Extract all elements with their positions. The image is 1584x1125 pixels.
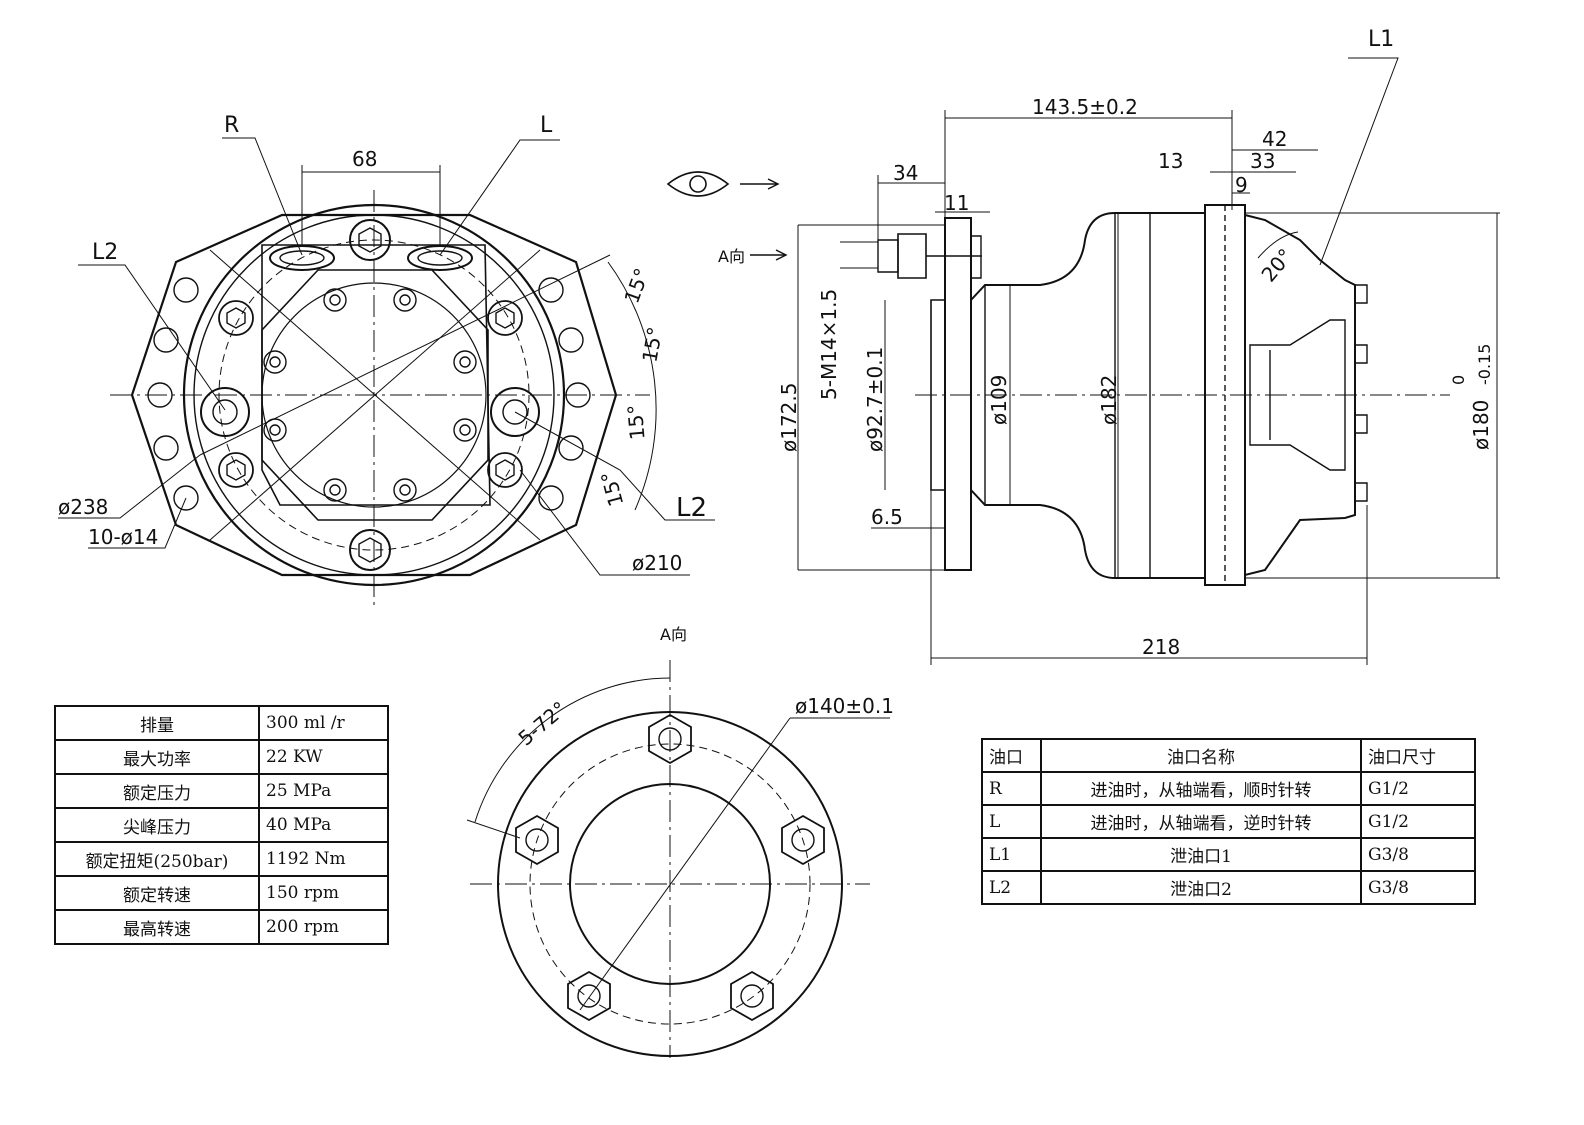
dim-92-7: ø92.7±0.1 — [863, 347, 887, 452]
angle-15-4: 15° — [596, 469, 628, 509]
label-L: L — [540, 113, 553, 138]
port-code: L1 — [981, 837, 1042, 872]
table-row: R 进油时，从轴端看，顺时针转 G1/2 — [981, 771, 1476, 806]
angle-20: 20° — [1256, 244, 1297, 287]
port-name: 泄油口1 — [1040, 837, 1362, 872]
dim-180: ø180 — [1469, 400, 1493, 450]
dim-11: 11 — [944, 191, 969, 215]
table-header-row: 油口 油口名称 油口尺寸 — [981, 738, 1476, 773]
dim-210: ø210 — [632, 551, 682, 575]
port-table: 油口 油口名称 油口尺寸 R 进油时，从轴端看，顺时针转 G1/2 L 进油时，… — [981, 738, 1476, 905]
label-L2-right: L2 — [676, 493, 707, 523]
label-R: R — [224, 113, 239, 138]
dim-143-5: 143.5±0.2 — [1032, 95, 1138, 119]
dim-182: ø182 — [1097, 375, 1121, 425]
spec-value: 300 ml /r — [258, 705, 389, 741]
angle-5-72: 5-72° — [513, 697, 571, 751]
dim-9: 9 — [1235, 173, 1248, 197]
dim-10-holes: 10-ø14 — [88, 525, 158, 549]
spec-key: 额定转速 — [54, 875, 260, 911]
angle-15-2: 15° — [637, 325, 667, 364]
port-name: 泄油口2 — [1040, 870, 1362, 905]
side-view — [798, 58, 1500, 665]
dim-109: ø109 — [987, 375, 1011, 425]
port-code: L — [981, 804, 1042, 839]
port-size: G3/8 — [1360, 870, 1476, 905]
dim-33: 33 — [1250, 149, 1275, 173]
flange-outline — [132, 215, 616, 575]
header-port-name: 油口名称 — [1040, 738, 1362, 773]
spec-value: 1192 Nm — [258, 841, 389, 877]
dim-13: 13 — [1158, 149, 1183, 173]
a-view-title: A向 — [660, 625, 687, 644]
table-row: 额定扭矩(250bar)1192 Nm — [54, 841, 389, 877]
table-row: L 进油时，从轴端看，逆时针转 G1/2 — [981, 804, 1476, 839]
spec-key: 最大功率 — [54, 739, 260, 775]
spec-key: 排量 — [54, 705, 260, 741]
header-port-size: 油口尺寸 — [1360, 738, 1476, 773]
port-code: L2 — [981, 870, 1042, 905]
side-view-labels: L1 A向 143.5±0.2 42 34 13 33 11 9 20° 5-M… — [718, 27, 1494, 659]
dim-140: ø140±0.1 — [795, 694, 894, 718]
port-name: 进油时，从轴端看，逆时针转 — [1040, 804, 1362, 839]
spec-value: 150 rpm — [258, 875, 389, 911]
header-port: 油口 — [981, 738, 1042, 773]
table-row: L2 泄油口2 G3/8 — [981, 870, 1476, 905]
dim-6-5: 6.5 — [871, 505, 903, 529]
dim-68: 68 — [352, 147, 377, 171]
angle-15-1: 15° — [619, 265, 654, 307]
spec-value: 25 MPa — [258, 773, 389, 809]
dim-218: 218 — [1142, 635, 1180, 659]
spec-key: 额定压力 — [54, 773, 260, 809]
label-a-direction: A向 — [718, 247, 745, 266]
port-size: G3/8 — [1360, 837, 1476, 872]
spec-value: 200 rpm — [258, 909, 389, 945]
front-view-labels: R L L2 68 ø238 10-ø14 L2 ø210 15° 15° 15… — [58, 113, 707, 575]
a-view — [467, 660, 890, 1058]
spec-value: 40 MPa — [258, 807, 389, 843]
a-view-labels: A向 5-72° ø140±0.1 — [513, 625, 893, 750]
label-L2: L2 — [92, 240, 118, 265]
front-view — [58, 138, 715, 605]
port-code: R — [981, 771, 1042, 806]
spec-key: 最高转速 — [54, 909, 260, 945]
dim-42: 42 — [1262, 127, 1287, 151]
dim-180-tol-up: 0 — [1449, 375, 1468, 385]
spec-key: 尖峰压力 — [54, 807, 260, 843]
angle-15-3: 15° — [623, 404, 650, 441]
spec-key: 额定扭矩(250bar) — [54, 841, 260, 877]
dim-180-tol-down: -0.15 — [1475, 344, 1494, 385]
dim-172-5: ø172.5 — [777, 383, 801, 453]
table-row: L1 泄油口1 G3/8 — [981, 837, 1476, 872]
dim-thread: 5-M14×1.5 — [817, 289, 841, 400]
port-name: 进油时，从轴端看，顺时针转 — [1040, 771, 1362, 806]
dim-238: ø238 — [58, 495, 108, 519]
label-L1: L1 — [1368, 27, 1394, 52]
spec-value: 22 KW — [258, 739, 389, 775]
dim-34: 34 — [893, 161, 918, 185]
view-direction-eye — [668, 172, 786, 260]
port-size: G1/2 — [1360, 771, 1476, 806]
port-size: G1/2 — [1360, 804, 1476, 839]
